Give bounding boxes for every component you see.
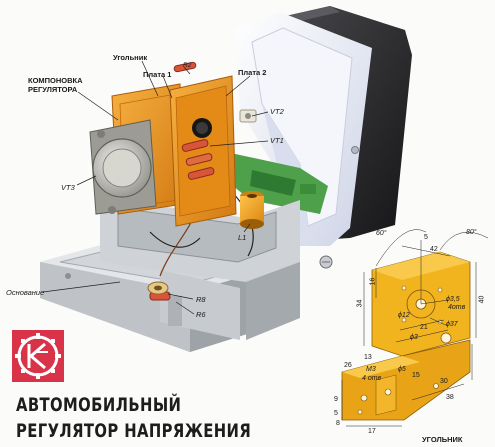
label-r2: R2: [183, 62, 192, 69]
dim-30: 30: [440, 378, 448, 385]
dim-34: 34: [356, 299, 364, 308]
dim-15: 15: [412, 372, 420, 379]
dim-m3: M3: [366, 366, 376, 373]
dim-13: 13: [364, 354, 372, 361]
transistor-vt3: [89, 119, 157, 215]
dim-17: 17: [368, 428, 376, 435]
dim-8: 8: [336, 420, 340, 427]
dim-4otv: 4отв: [448, 304, 466, 311]
dim-9: 9: [334, 396, 338, 403]
dim-42: 42: [430, 246, 438, 253]
label-plata1: Плата 1: [143, 70, 172, 79]
dim-d3-5: ϕ3,5: [446, 296, 460, 303]
label-ugolnik-top: Угольник: [113, 53, 148, 62]
bracket-drawing: [341, 229, 489, 427]
label-vt3: VT3: [61, 183, 75, 192]
label-l1: L1: [238, 233, 247, 242]
screw: [319, 255, 333, 269]
dim-21: 21: [420, 324, 428, 331]
label-vt2: VT2: [270, 107, 284, 116]
dim-d37: ϕ37: [446, 321, 458, 328]
leader-lines: [42, 60, 269, 315]
resistors: [149, 61, 215, 301]
magazine-logo: [12, 330, 64, 382]
terminal-post: [147, 281, 169, 295]
label-layout-line2: РЕГУЛЯТОРА: [28, 85, 78, 94]
label-vt1: VT1: [270, 136, 284, 145]
label-osnovanie: Основание: [6, 288, 45, 297]
label-ugolnik-bottom: УГОЛЬНИК: [422, 435, 463, 444]
label-r8: R8: [196, 295, 206, 304]
dim-40: 40: [478, 295, 486, 304]
dim-5: 5: [424, 234, 428, 241]
label-layout-line1: КОМПОНОВКА: [28, 76, 83, 85]
coil-l1: [240, 191, 264, 229]
dim-angle-60: 60°: [376, 230, 387, 237]
dim-d3: ϕ3: [410, 334, 418, 341]
dim-16: 16: [369, 277, 377, 286]
label-plata2: Плата 2: [238, 68, 267, 77]
dim-d5: ϕ5: [398, 366, 406, 373]
title-line1: АВТОМОБИЛЬНЫЙ: [16, 394, 182, 416]
dim-38: 38: [446, 394, 454, 401]
title-line2: РЕГУЛЯТОР НАПРЯЖЕНИЯ: [16, 420, 252, 442]
label-r6: R6: [196, 310, 206, 319]
dim-26: 26: [344, 362, 352, 369]
dim-4otv2: 4 отв: [362, 375, 382, 382]
dim-5b: 5: [334, 410, 338, 417]
dim-angle-80: 80°: [466, 229, 477, 236]
transistor-vt2: [192, 109, 257, 138]
board-plata2: [169, 75, 237, 227]
dim-d12: ϕ12: [398, 312, 410, 319]
